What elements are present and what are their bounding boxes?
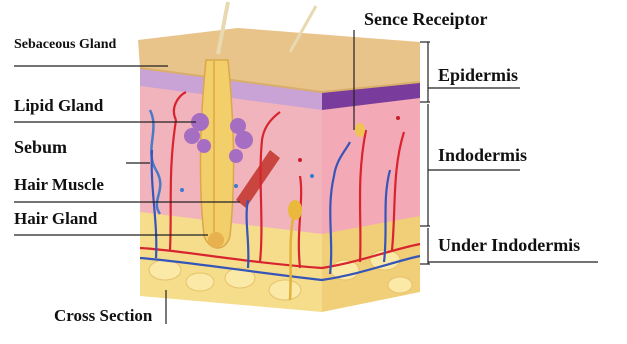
label-hair-gland: Hair Gland — [14, 210, 97, 227]
label-under-indodermis: Under Indodermis — [438, 236, 580, 254]
label-sebum: Sebum — [14, 138, 67, 156]
receptor-bulb — [288, 200, 302, 220]
label-indodermis: Indodermis — [438, 146, 527, 164]
label-sence-receiptor: Sence Receiptor — [364, 10, 487, 28]
label-cross-section: Cross Section — [54, 307, 152, 324]
label-lipid-gland: Lipid Gland — [14, 97, 103, 114]
label-epidermis: Epidermis — [438, 66, 518, 84]
hair-follicle — [200, 60, 233, 248]
label-sebaceous-gland: Sebaceous Gland — [14, 38, 116, 52]
sence-receptor-bulb — [355, 123, 365, 137]
label-hair-muscle: Hair Muscle — [14, 176, 104, 193]
